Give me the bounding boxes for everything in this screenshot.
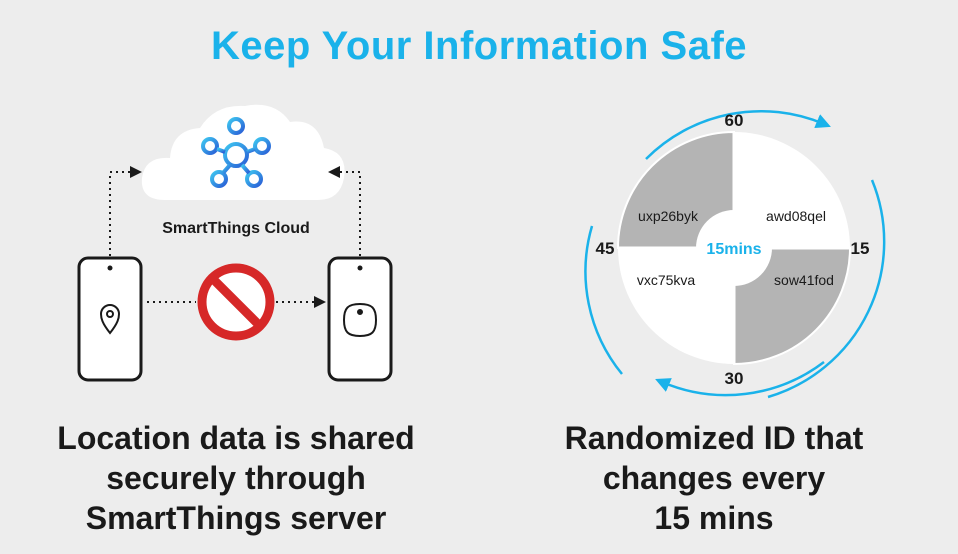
right-caption-line: 15 mins — [654, 500, 774, 536]
quadrant-top-left — [616, 130, 735, 249]
tick-bottom: 30 — [725, 369, 744, 388]
left-caption: Location data is shared securely through… — [0, 418, 472, 538]
location-pin-icon — [99, 304, 121, 335]
smartthings-cloud: SmartThings Cloud — [141, 104, 345, 237]
id-top-left: uxp26byk — [638, 208, 699, 224]
tick-right: 15 — [851, 239, 870, 258]
cloud-label: SmartThings Cloud — [162, 220, 310, 237]
arrow-right-phone-to-cloud — [328, 166, 361, 256]
rotation-clock: 15mins uxp26byk awd08qel vxc75kva sow41f… — [584, 110, 886, 399]
cloud-shape — [141, 104, 345, 200]
tag-icon — [342, 302, 378, 338]
rotation-arrow-right — [767, 179, 886, 399]
center-label: 15mins — [706, 241, 761, 258]
left-phone — [77, 256, 143, 382]
quadrant-bottom-left — [618, 248, 734, 364]
right-caption-line: Randomized ID that — [564, 420, 864, 456]
rotation-arrow-top — [645, 110, 831, 160]
tick-left: 45 — [596, 239, 615, 258]
quadrant-top-right — [734, 132, 850, 248]
smartthings-hub-icon — [201, 117, 271, 188]
left-caption-line: SmartThings server — [85, 500, 387, 536]
id-top-right: awd08qel — [766, 208, 826, 224]
tick-top: 60 — [725, 111, 744, 130]
arrow-left-phone-to-cloud — [109, 166, 142, 256]
right-caption-line: changes every — [602, 460, 826, 496]
id-bottom-right: sow41fod — [774, 272, 834, 288]
id-bottom-left: vxc75kva — [637, 272, 696, 288]
left-caption-line: securely through — [106, 460, 366, 496]
right-phone — [327, 256, 393, 382]
right-caption: Randomized ID that changes every 15 mins — [470, 418, 958, 538]
rotation-arrow-bottom — [655, 361, 825, 397]
rotation-arrow-left — [584, 225, 623, 375]
left-caption-line: Location data is shared — [57, 420, 415, 456]
prohibited-icon — [197, 263, 275, 341]
quadrant-bottom-right — [733, 247, 852, 366]
page-title: Keep Your Information Safe — [210, 24, 748, 68]
